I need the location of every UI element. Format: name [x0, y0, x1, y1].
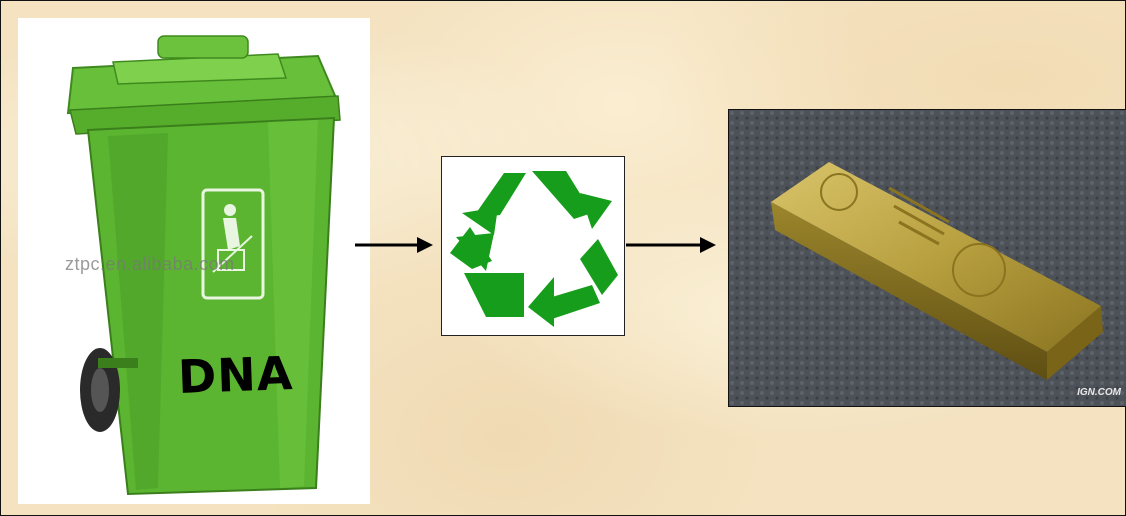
watermark-text: ztpc.en.alibaba.com	[65, 254, 235, 275]
gold-bar-image: IGN.COM	[728, 109, 1126, 407]
gold-bar-icon	[729, 110, 1126, 406]
trash-bin-image: ztpc.en.alibaba.com DNA	[18, 18, 370, 504]
dna-label: DNA	[177, 346, 294, 404]
recycle-symbol-box	[441, 156, 625, 336]
recycle-icon	[442, 157, 624, 335]
image-credit: IGN.COM	[1077, 387, 1121, 398]
arrow-right-icon	[624, 235, 718, 255]
arrow-right-icon	[353, 235, 435, 255]
